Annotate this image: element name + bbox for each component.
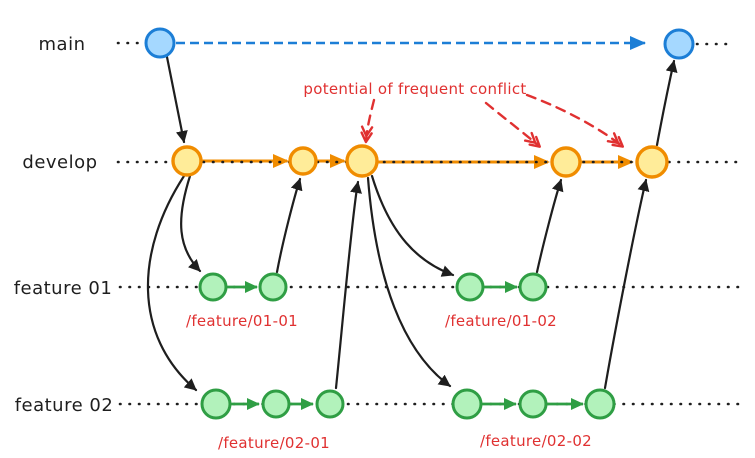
feature01-commit-3 [455,272,485,302]
conflict-arrow-2 [484,101,541,148]
feature02-commit-4 [451,388,483,420]
conflict-annotation: potential of frequent conflict [303,80,526,98]
merge-arrow-feature02-2-to-develop [603,178,650,390]
branch-label-develop: develop [22,152,97,173]
merge-arrow-feature02-1-to-develop [334,180,362,390]
main-commit-1 [144,27,176,59]
branch-arrow-develop-to-feature02-2 [366,176,452,388]
merge-arrow-feature01-2-to-develop [535,178,564,274]
develop-commit-3 [345,144,379,178]
branch-arrow-develop-to-feature01-2 [370,174,455,277]
merge-arrow-feature01-1-to-develop [275,177,303,274]
branch-label-feature-01: feature 01 [14,278,113,299]
main-commit-2 [663,28,695,60]
feature-01-01-label: /feature/01-01 [186,312,298,330]
feature02-commit-6 [584,388,616,420]
feature01-commit-4 [518,272,548,302]
conflict-arrow-1 [360,98,376,144]
develop-commit-2 [288,146,318,176]
develop-commit-4 [550,146,582,178]
feature-01-02-label: /feature/01-02 [445,312,557,330]
feature-02-01-label: /feature/02-01 [218,434,330,452]
branch-arrow-main-to-develop [165,55,188,144]
feature02-commit-1 [200,388,232,420]
develop-commit-1 [171,145,203,177]
feature02-commit-2 [261,389,291,419]
branch-arrow-develop-to-feature01-1 [180,174,202,273]
merge-arrow-develop-to-main [655,59,678,147]
branch-arrow-develop-to-feature02-1 [146,174,198,392]
feature01-commit-1 [198,272,228,302]
conflict-arrow-3 [525,93,624,148]
branch-label-main: main [39,34,86,55]
develop-commit-5 [635,145,669,179]
feature02-commit-5 [518,389,548,419]
feature-02-02-label: /feature/02-02 [480,432,592,450]
branch-label-feature-02: feature 02 [15,395,114,416]
feature02-commit-3 [315,389,345,419]
feature01-commit-2 [258,272,288,302]
